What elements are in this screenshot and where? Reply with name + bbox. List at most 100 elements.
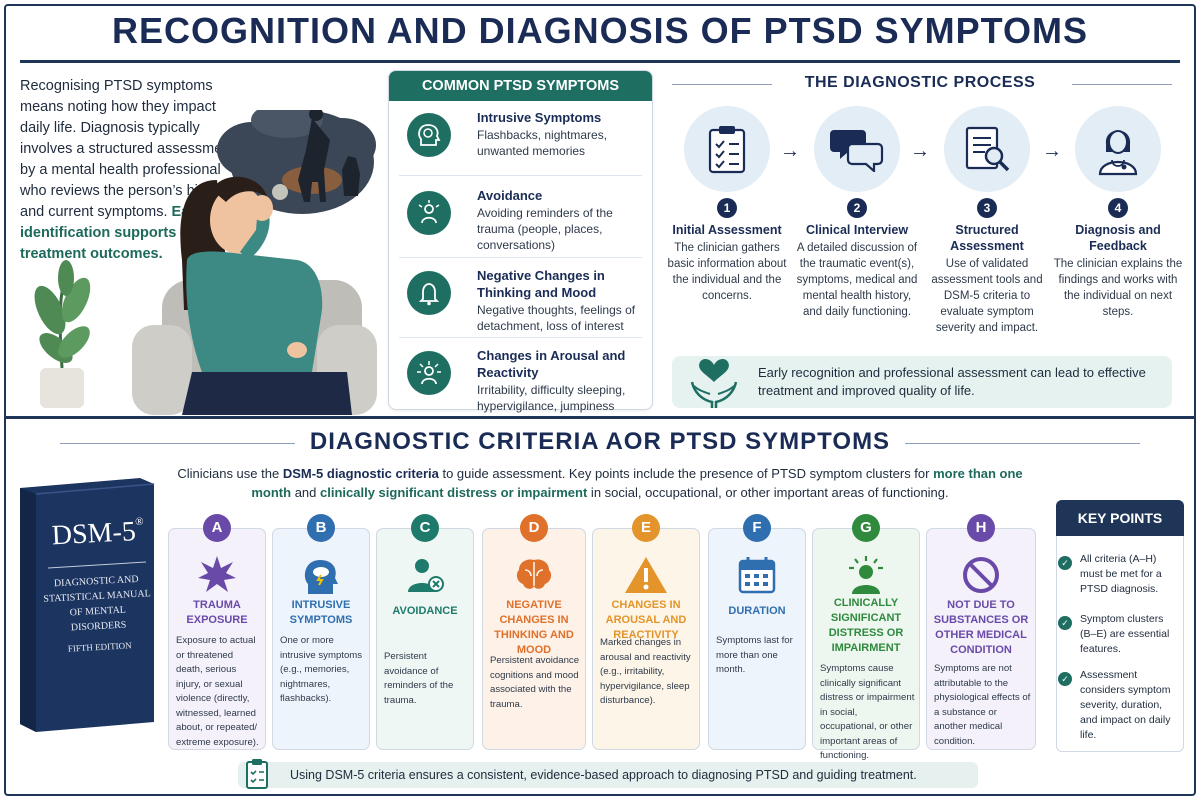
step-number: 3 <box>977 198 997 218</box>
starburst-icon <box>168 552 266 598</box>
key-point-text: Assessment considers symptom severity, d… <box>1080 669 1171 741</box>
book-cover-shape <box>20 478 155 732</box>
book-line: OF MENTAL DISORDERS <box>69 604 127 634</box>
brain-icon <box>482 552 586 598</box>
symptom-desc: Flashbacks, nightmares, unwanted memorie… <box>477 128 608 158</box>
criterion-title: TRAUMA EXPOSURE <box>186 599 248 626</box>
criterion-title: AVOIDANCE <box>392 605 458 617</box>
criteria-intro-text: Clinicians use the <box>177 466 283 481</box>
criteria-intro-text: to guide assessment. Key points include … <box>438 466 934 481</box>
memory-thought-bubble <box>217 110 376 243</box>
arrow-right-icon: → <box>1042 140 1062 162</box>
step-desc: The clinician gathers basic information … <box>667 242 787 302</box>
common-symptoms-heading: COMMON PTSD SYMPTOMS <box>389 71 652 101</box>
criterion-letter-badge: B <box>307 514 335 542</box>
process-rule-left <box>672 84 772 85</box>
process-rule-right <box>1072 84 1172 85</box>
criterion-title: NEGATIVE CHANGES IN THINKING AND MOOD <box>494 599 574 656</box>
criterion-desc: One or more intrusive symptoms (e.g., me… <box>280 635 363 704</box>
criterion-title: CLINICALLY SIGNIFICANT DISTRESS OR IMPAI… <box>828 597 904 654</box>
check-icon: ✓ <box>1058 672 1072 686</box>
step-title: Initial Assessment <box>672 223 782 237</box>
distressed-woman-illustration <box>34 110 377 415</box>
book-title: DSM-5® <box>41 515 155 553</box>
symptom-divider <box>399 257 642 258</box>
symptom-divider <box>399 175 642 176</box>
criterion-title: INTRUSIVE SYMPTOMS <box>289 599 353 626</box>
step-title: Diagnosis and Feedback <box>1075 223 1161 253</box>
check-icon: ✓ <box>1058 616 1072 630</box>
footer-text: Using DSM-5 criteria ensures a consisten… <box>290 768 917 782</box>
clipboard-check-icon <box>246 759 268 789</box>
criteria-intro-text: and <box>291 485 320 500</box>
key-points-panel <box>1056 500 1184 752</box>
section-divider <box>6 416 1194 419</box>
criterion-title: NOT DUE TO SUBSTANCES OR OTHER MEDICAL C… <box>933 599 1029 656</box>
arrow-right-icon: → <box>910 140 930 162</box>
step-number: 1 <box>717 198 737 218</box>
common-symptoms-card: COMMON PTSD SYMPTOMS Intrusive Symptoms … <box>388 70 653 413</box>
book-subtitle: DIAGNOSTIC AND STATISTICAL MANUAL OF MEN… <box>40 571 156 658</box>
criterion-letter-badge: H <box>967 514 995 542</box>
step-desc: A detailed discussion of the traumatic e… <box>796 242 918 318</box>
person-alert-icon <box>812 552 920 598</box>
step-title: Structured Assessment <box>950 223 1024 253</box>
criterion-letter-badge: F <box>743 514 771 542</box>
heart-hands-icon <box>690 358 738 408</box>
step-number: 2 <box>847 198 867 218</box>
criteria-intro-emphasis: DSM-5 diagnostic criteria <box>282 466 439 481</box>
plant-icon <box>34 260 91 408</box>
brain-head-icon <box>407 113 451 157</box>
calendar-icon <box>708 552 806 598</box>
symptom-item-avoidance: Avoidance Avoiding reminders of the trau… <box>389 183 652 261</box>
criteria-intro-text: in social, occupational, or other import… <box>587 485 949 500</box>
symptom-divider <box>399 337 642 338</box>
criterion-letter-badge: G <box>852 514 880 542</box>
early-recognition-banner <box>672 356 1172 408</box>
key-point-text: Symptom clusters (B–E) are essential fea… <box>1080 613 1170 655</box>
warning-triangle-icon <box>592 552 700 598</box>
criterion-desc: Symptoms are not attributable to the phy… <box>934 663 1031 747</box>
criterion-title: DURATION <box>728 605 786 617</box>
step-desc: Use of validated assessment tools and DS… <box>931 258 1043 334</box>
criterion-desc: Symptoms last for more than one month. <box>716 635 793 675</box>
step-number: 4 <box>1108 198 1128 218</box>
symptom-title: Changes in Arousal and Reactivity <box>477 348 626 380</box>
key-point-text: All criteria (A–H) must be met for a PTS… <box>1080 553 1162 595</box>
criterion-desc: Persistent avoidance cognitions and mood… <box>490 655 580 710</box>
person-x-icon <box>376 552 474 598</box>
diagnostic-criteria-heading: DIAGNOSTIC CRITERIA AOR PTSD SYMPTOMS <box>309 428 891 455</box>
diagnostic-process-heading: THE DIAGNOSTIC PROCESS <box>804 74 1036 91</box>
criteria-intro: Clinicians use the DSM-5 diagnostic crit… <box>160 464 1040 502</box>
footer-banner <box>238 762 978 788</box>
woman-figure <box>180 176 352 415</box>
alert-person-icon <box>407 351 451 395</box>
speech-bubbles-icon <box>814 106 900 192</box>
book-registered-mark: ® <box>134 515 144 529</box>
criterion-card-h <box>926 528 1036 750</box>
criterion-title: CHANGES IN AROUSAL AND REACTIVITY <box>605 599 687 641</box>
criterion-letter-badge: C <box>411 514 439 542</box>
person-avoid-icon <box>407 191 451 235</box>
arrow-right-icon: → <box>780 140 800 162</box>
early-recognition-text: Early recognition and professional asses… <box>758 365 1146 398</box>
title-rule <box>20 60 1180 63</box>
criterion-letter-badge: A <box>203 514 231 542</box>
check-icon: ✓ <box>1058 556 1072 570</box>
symptom-title: Negative Changes in Thinking and Mood <box>477 268 605 300</box>
book-title-text: DSM-5 <box>51 516 137 552</box>
page-frame <box>4 4 1196 796</box>
bell-icon <box>407 271 451 315</box>
symptom-title: Avoidance <box>477 188 543 203</box>
criterion-desc: Persistent avoidance of reminders of the… <box>384 651 454 706</box>
symptom-item-negative-mood: Negative Changes in Thinking and Mood Ne… <box>389 263 652 341</box>
symptom-title: Intrusive Symptoms <box>477 110 602 125</box>
clipboard-icon <box>684 106 770 192</box>
criteria-intro-duration: more than one month <box>251 466 1023 500</box>
criterion-letter-badge: D <box>520 514 548 542</box>
key-points-heading: KEY POINTS <box>1056 500 1184 536</box>
criterion-desc: Symptoms cause clinically significant di… <box>820 663 915 761</box>
prohibited-icon <box>926 552 1036 598</box>
criteria-rule-left <box>60 443 295 444</box>
symptom-desc: Avoiding reminders of the trauma (people… <box>477 206 613 252</box>
